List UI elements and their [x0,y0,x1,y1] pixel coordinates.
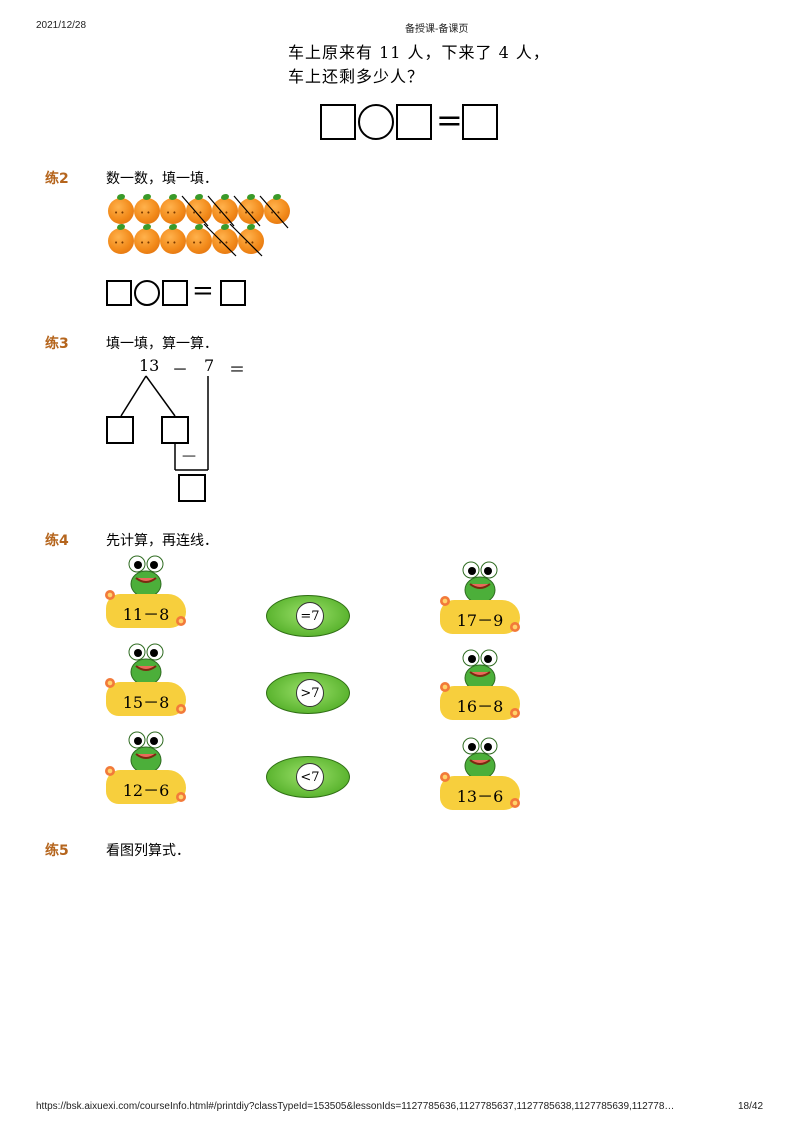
equals-sign: = [436,101,463,139]
flower-icon [440,682,450,692]
flower-icon [176,616,186,626]
exercise-instruction: 数一数，填一填． [106,171,218,187]
expression-leaf[interactable]: 13－6 [440,776,520,810]
flower-icon [176,704,186,714]
page-url[interactable]: https://bsk.aixuexi.com/courseInfo.html#… [36,1101,675,1112]
expression-text: 12－6 [122,781,170,800]
cross-out-lines [181,195,289,257]
answer-box[interactable] [462,104,498,140]
flower-icon [510,708,520,718]
answer-box[interactable] [106,416,134,444]
frog-icon [124,554,168,600]
expression-text: 16－8 [456,697,504,716]
page-number: 18/42 [738,1101,764,1112]
frog-icon [124,730,168,776]
minus-sign: － [172,360,189,379]
answer-box[interactable] [220,280,246,306]
exercise-instruction: 看图列算式． [106,843,190,859]
expression-text: 15－8 [122,693,170,712]
expression-leaf[interactable]: 11－8 [106,594,186,628]
orange: • • [160,194,186,224]
operator-circle[interactable] [358,104,394,140]
comparison-text: =7 [296,602,324,630]
answer-box[interactable] [162,280,188,306]
exercise-instruction: 填一填，算一算． [106,336,218,352]
subtrahend: 7 [204,356,215,375]
exercise-instruction: 先计算，再连线． [106,533,218,549]
flower-icon [440,772,450,782]
lily-pad[interactable]: >7 [266,672,350,714]
exercise-number: 练4 [45,533,69,549]
flower-icon [510,798,520,808]
diagram-lines [120,375,209,471]
flower-icon [105,590,115,600]
orange: • • [108,194,134,224]
flower-icon [105,678,115,688]
page-header-title: 备授课-备课页 [405,24,469,35]
flower-icon [105,766,115,776]
expression-text: 17－9 [456,611,504,630]
comparison-text: >7 [296,679,324,707]
expression-leaf[interactable]: 12－6 [106,770,186,804]
minuend: 13 [139,356,160,375]
exercise-number: 练5 [45,843,69,859]
frog-icon [124,642,168,688]
comparison-text: <7 [296,763,324,791]
answer-box[interactable] [161,416,189,444]
orange: • • [134,224,160,254]
orange: • • [186,224,212,254]
answer-box[interactable] [178,474,206,502]
frog-icon [458,736,502,782]
answer-box[interactable] [396,104,432,140]
problem-text-line2: 车上还剩多少人？ [288,67,425,86]
minus-sign: — [182,448,196,464]
expression-leaf[interactable]: 17－9 [440,600,520,634]
expression-text: 13－6 [456,787,504,806]
print-date: 2021/12/28 [36,20,87,31]
orange: • • [160,224,186,254]
problem-text-line1: 车上原来有 11 人，下来了 4 人， [288,43,550,62]
lily-pad[interactable]: =7 [266,595,350,637]
flower-icon [510,622,520,632]
operator-circle[interactable] [134,280,160,306]
expression-leaf[interactable]: 16－8 [440,686,520,720]
exercise-number: 练3 [45,336,69,352]
orange: • • [108,224,134,254]
equals-sign: ＝ [229,360,246,379]
lily-pad[interactable]: <7 [266,756,350,798]
orange: • • [134,194,160,224]
answer-box[interactable] [320,104,356,140]
exercise-number: 练2 [45,171,69,187]
equals-sign: = [192,276,214,306]
frog-icon [458,560,502,606]
expression-leaf[interactable]: 15－8 [106,682,186,716]
answer-box[interactable] [106,280,132,306]
flower-icon [440,596,450,606]
frog-icon [458,648,502,694]
expression-text: 11－8 [122,605,170,624]
flower-icon [176,792,186,802]
